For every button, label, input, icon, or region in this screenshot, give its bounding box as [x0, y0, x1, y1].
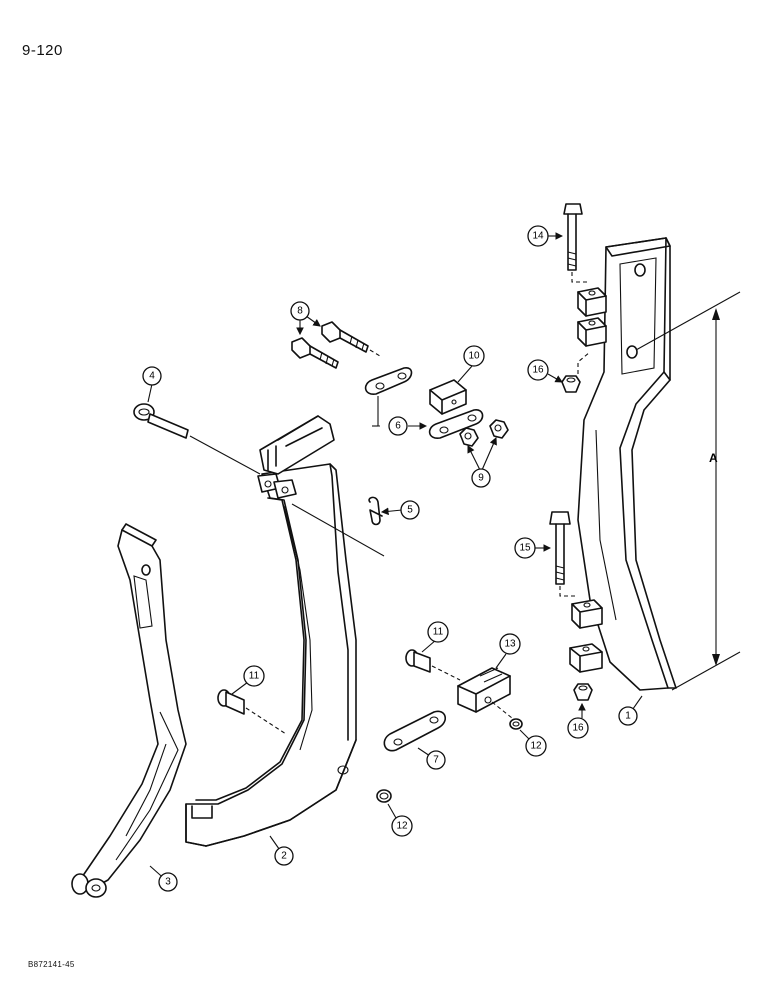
svg-text:11: 11 [433, 627, 444, 638]
callout-5: 5 [380, 500, 420, 520]
svg-text:3: 3 [165, 877, 171, 888]
svg-text:12: 12 [396, 821, 408, 832]
callout-16-lower: 16 [567, 702, 589, 739]
callout-16-upper: 16 [527, 359, 563, 383]
nut-16-upper [561, 351, 591, 393]
spacer-block-lower [569, 599, 603, 673]
standard-bracket-part [185, 415, 357, 847]
hair-pin-clip-5 [368, 496, 383, 526]
dimension-a: A [635, 291, 741, 691]
pin-11-lower [217, 689, 287, 735]
svg-text:16: 16 [572, 723, 584, 734]
svg-text:9: 9 [478, 473, 484, 484]
trip-arm-part [71, 523, 187, 898]
callout-15: 15 [514, 537, 552, 559]
page-number: 9-120 [22, 42, 63, 59]
svg-text:16: 16 [532, 365, 544, 376]
svg-text:10: 10 [468, 351, 480, 362]
callout-13: 13 [495, 633, 521, 669]
svg-text:4: 4 [149, 371, 155, 382]
svg-text:13: 13 [504, 639, 516, 650]
svg-text:5: 5 [407, 505, 413, 516]
callout-2: 2 [269, 835, 294, 866]
svg-text:7: 7 [433, 755, 439, 766]
snap-ring-12-lower [376, 789, 392, 803]
callout-14: 14 [527, 225, 564, 247]
callout-10: 10 [457, 345, 485, 383]
svg-text:14: 14 [532, 231, 544, 242]
svg-text:6: 6 [395, 421, 401, 432]
svg-text:8: 8 [297, 306, 303, 317]
callout-1: 1 [618, 695, 643, 726]
link-7 [383, 710, 446, 752]
nut-16-lower [573, 683, 593, 701]
nuts-9 [459, 419, 509, 447]
figure-code: B872141-45 [28, 960, 75, 969]
callout-12-lower: 12 [387, 803, 413, 837]
bolts-8 [291, 321, 381, 369]
pin-11-upper [405, 649, 461, 681]
snap-ring-12-upper [509, 718, 523, 730]
svg-text:12: 12 [530, 741, 542, 752]
spacer-block-upper [577, 287, 607, 347]
callout-3: 3 [149, 865, 178, 892]
svg-text:15: 15 [519, 543, 531, 554]
callout-11-upper: 11 [421, 621, 449, 653]
svg-text:11: 11 [249, 671, 260, 682]
callout-9: 9 [467, 436, 497, 488]
block-10 [429, 379, 467, 415]
svg-text:2: 2 [281, 851, 287, 862]
dimension-a-label: A [709, 451, 718, 465]
svg-text:1: 1 [625, 711, 631, 722]
pin-4 [133, 403, 385, 557]
bolt-14 [563, 203, 590, 283]
callout-8: 8 [290, 301, 321, 336]
bolt-15 [549, 511, 576, 597]
callout-4: 4 [142, 366, 162, 403]
callout-6: 6 [372, 396, 426, 436]
callout-7: 7 [417, 747, 446, 770]
clevis-13 [457, 667, 513, 719]
callout-11-lower: 11 [231, 665, 265, 695]
links-6 [364, 367, 484, 439]
callout-12-upper: 12 [519, 729, 547, 757]
